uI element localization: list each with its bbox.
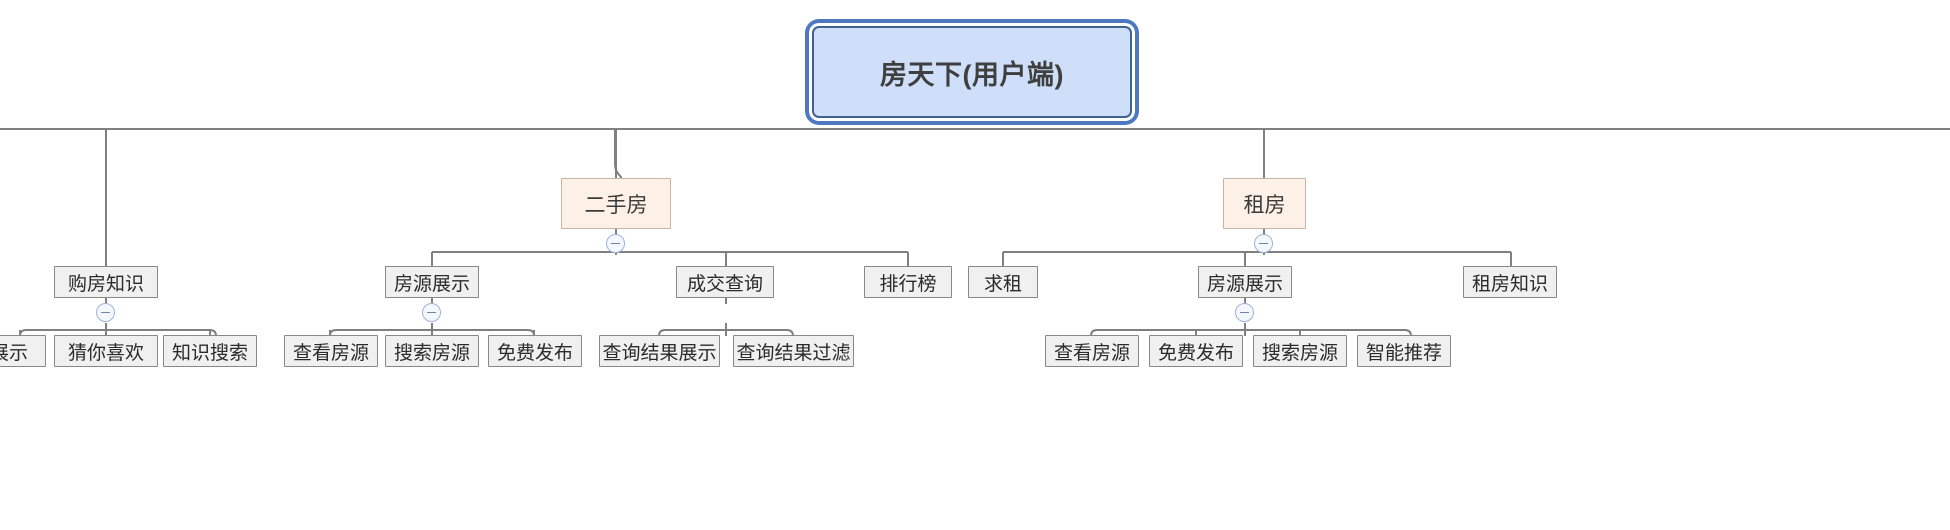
collapse-toggle-fangyuanzhanshi-ershoufang[interactable]: [422, 303, 441, 322]
node-zufang[interactable]: 租房: [1223, 178, 1306, 229]
node-fangyuanzhanshi-zufang[interactable]: 房源展示: [1198, 266, 1292, 298]
node-chaxunjieguoguolv-label: 查询结果过滤: [736, 342, 851, 364]
node-zhanshi-label: 展示: [0, 342, 28, 364]
node-chakanfangyuan-zufang-label: 查看房源: [1053, 342, 1130, 364]
node-chakanfangyuan-ershoufang[interactable]: 查看房源: [284, 335, 378, 367]
node-cainixihuan-label: 猜你喜欢: [67, 342, 144, 364]
collapse-toggle-ershoufang[interactable]: [606, 234, 625, 253]
node-chaxunjieguozhanshi[interactable]: 查询结果展示: [599, 335, 720, 367]
node-zufang-label: 租房: [1243, 193, 1286, 217]
node-mianfeifabu-zufang[interactable]: 免费发布: [1149, 335, 1243, 367]
node-zhishisousuo[interactable]: 知识搜索: [163, 335, 257, 367]
node-mianfeifabu-zufang-label: 免费发布: [1157, 342, 1234, 364]
node-paihangbang-label: 排行榜: [879, 273, 937, 295]
node-zufangzhishi-label: 租房知识: [1471, 273, 1548, 295]
node-ershoufang[interactable]: 二手房: [561, 178, 671, 229]
node-zhinengtuijian-label: 智能推荐: [1365, 342, 1442, 364]
node-zhishisousuo-label: 知识搜索: [171, 342, 248, 364]
minus-icon: [611, 243, 620, 244]
node-cainixihuan[interactable]: 猜你喜欢: [54, 335, 158, 367]
node-qiuzu[interactable]: 求租: [968, 266, 1038, 298]
node-chakanfangyuan-zufang[interactable]: 查看房源: [1045, 335, 1139, 367]
minus-icon: [427, 312, 436, 313]
minus-icon: [1259, 243, 1268, 244]
collapse-toggle-zufang[interactable]: [1254, 234, 1273, 253]
minus-icon: [101, 312, 110, 313]
root-node-label: 房天下(用户端): [880, 59, 1064, 90]
node-chaxunjieguozhanshi-label: 查询结果展示: [602, 342, 717, 364]
node-qiuzu-label: 求租: [983, 273, 1022, 295]
node-sousuofangyuan-ershoufang-label: 搜索房源: [393, 342, 470, 364]
node-chaxunjieguoguolv[interactable]: 查询结果过滤: [733, 335, 854, 367]
collapse-toggle-fangyuanzhanshi-zufang[interactable]: [1235, 303, 1254, 322]
node-paihangbang[interactable]: 排行榜: [864, 266, 952, 298]
node-fangyuanzhanshi-zufang-label: 房源展示: [1206, 273, 1283, 295]
node-sousuofangyuan-ershoufang[interactable]: 搜索房源: [385, 335, 479, 367]
node-chengjiaochaxun-label: 成交查询: [686, 273, 763, 295]
node-sousuofangyuan-zufang-label: 搜索房源: [1261, 342, 1338, 364]
node-fangyuanzhanshi-ershoufang-label: 房源展示: [393, 273, 470, 295]
node-chakanfangyuan-ershoufang-label: 查看房源: [292, 342, 369, 364]
node-goufangzhishi[interactable]: 购房知识: [54, 266, 158, 298]
node-zhinengtuijian[interactable]: 智能推荐: [1357, 335, 1451, 367]
node-chengjiaochaxun[interactable]: 成交查询: [676, 266, 774, 298]
node-goufangzhishi-label: 购房知识: [67, 273, 144, 295]
node-ershoufang-label: 二手房: [584, 193, 648, 217]
node-mianfeifabu-ershoufang-label: 免费发布: [496, 342, 573, 364]
node-sousuofangyuan-zufang[interactable]: 搜索房源: [1253, 335, 1347, 367]
collapse-toggle-goufangzhishi[interactable]: [96, 303, 115, 322]
node-fangyuanzhanshi-ershoufang[interactable]: 房源展示: [385, 266, 479, 298]
minus-icon: [1240, 312, 1249, 313]
root-node[interactable]: 房天下(用户端): [812, 26, 1132, 118]
node-zufangzhishi[interactable]: 租房知识: [1463, 266, 1557, 298]
node-mianfeifabu-ershoufang[interactable]: 免费发布: [488, 335, 582, 367]
node-zhanshi[interactable]: 展示: [0, 335, 46, 367]
